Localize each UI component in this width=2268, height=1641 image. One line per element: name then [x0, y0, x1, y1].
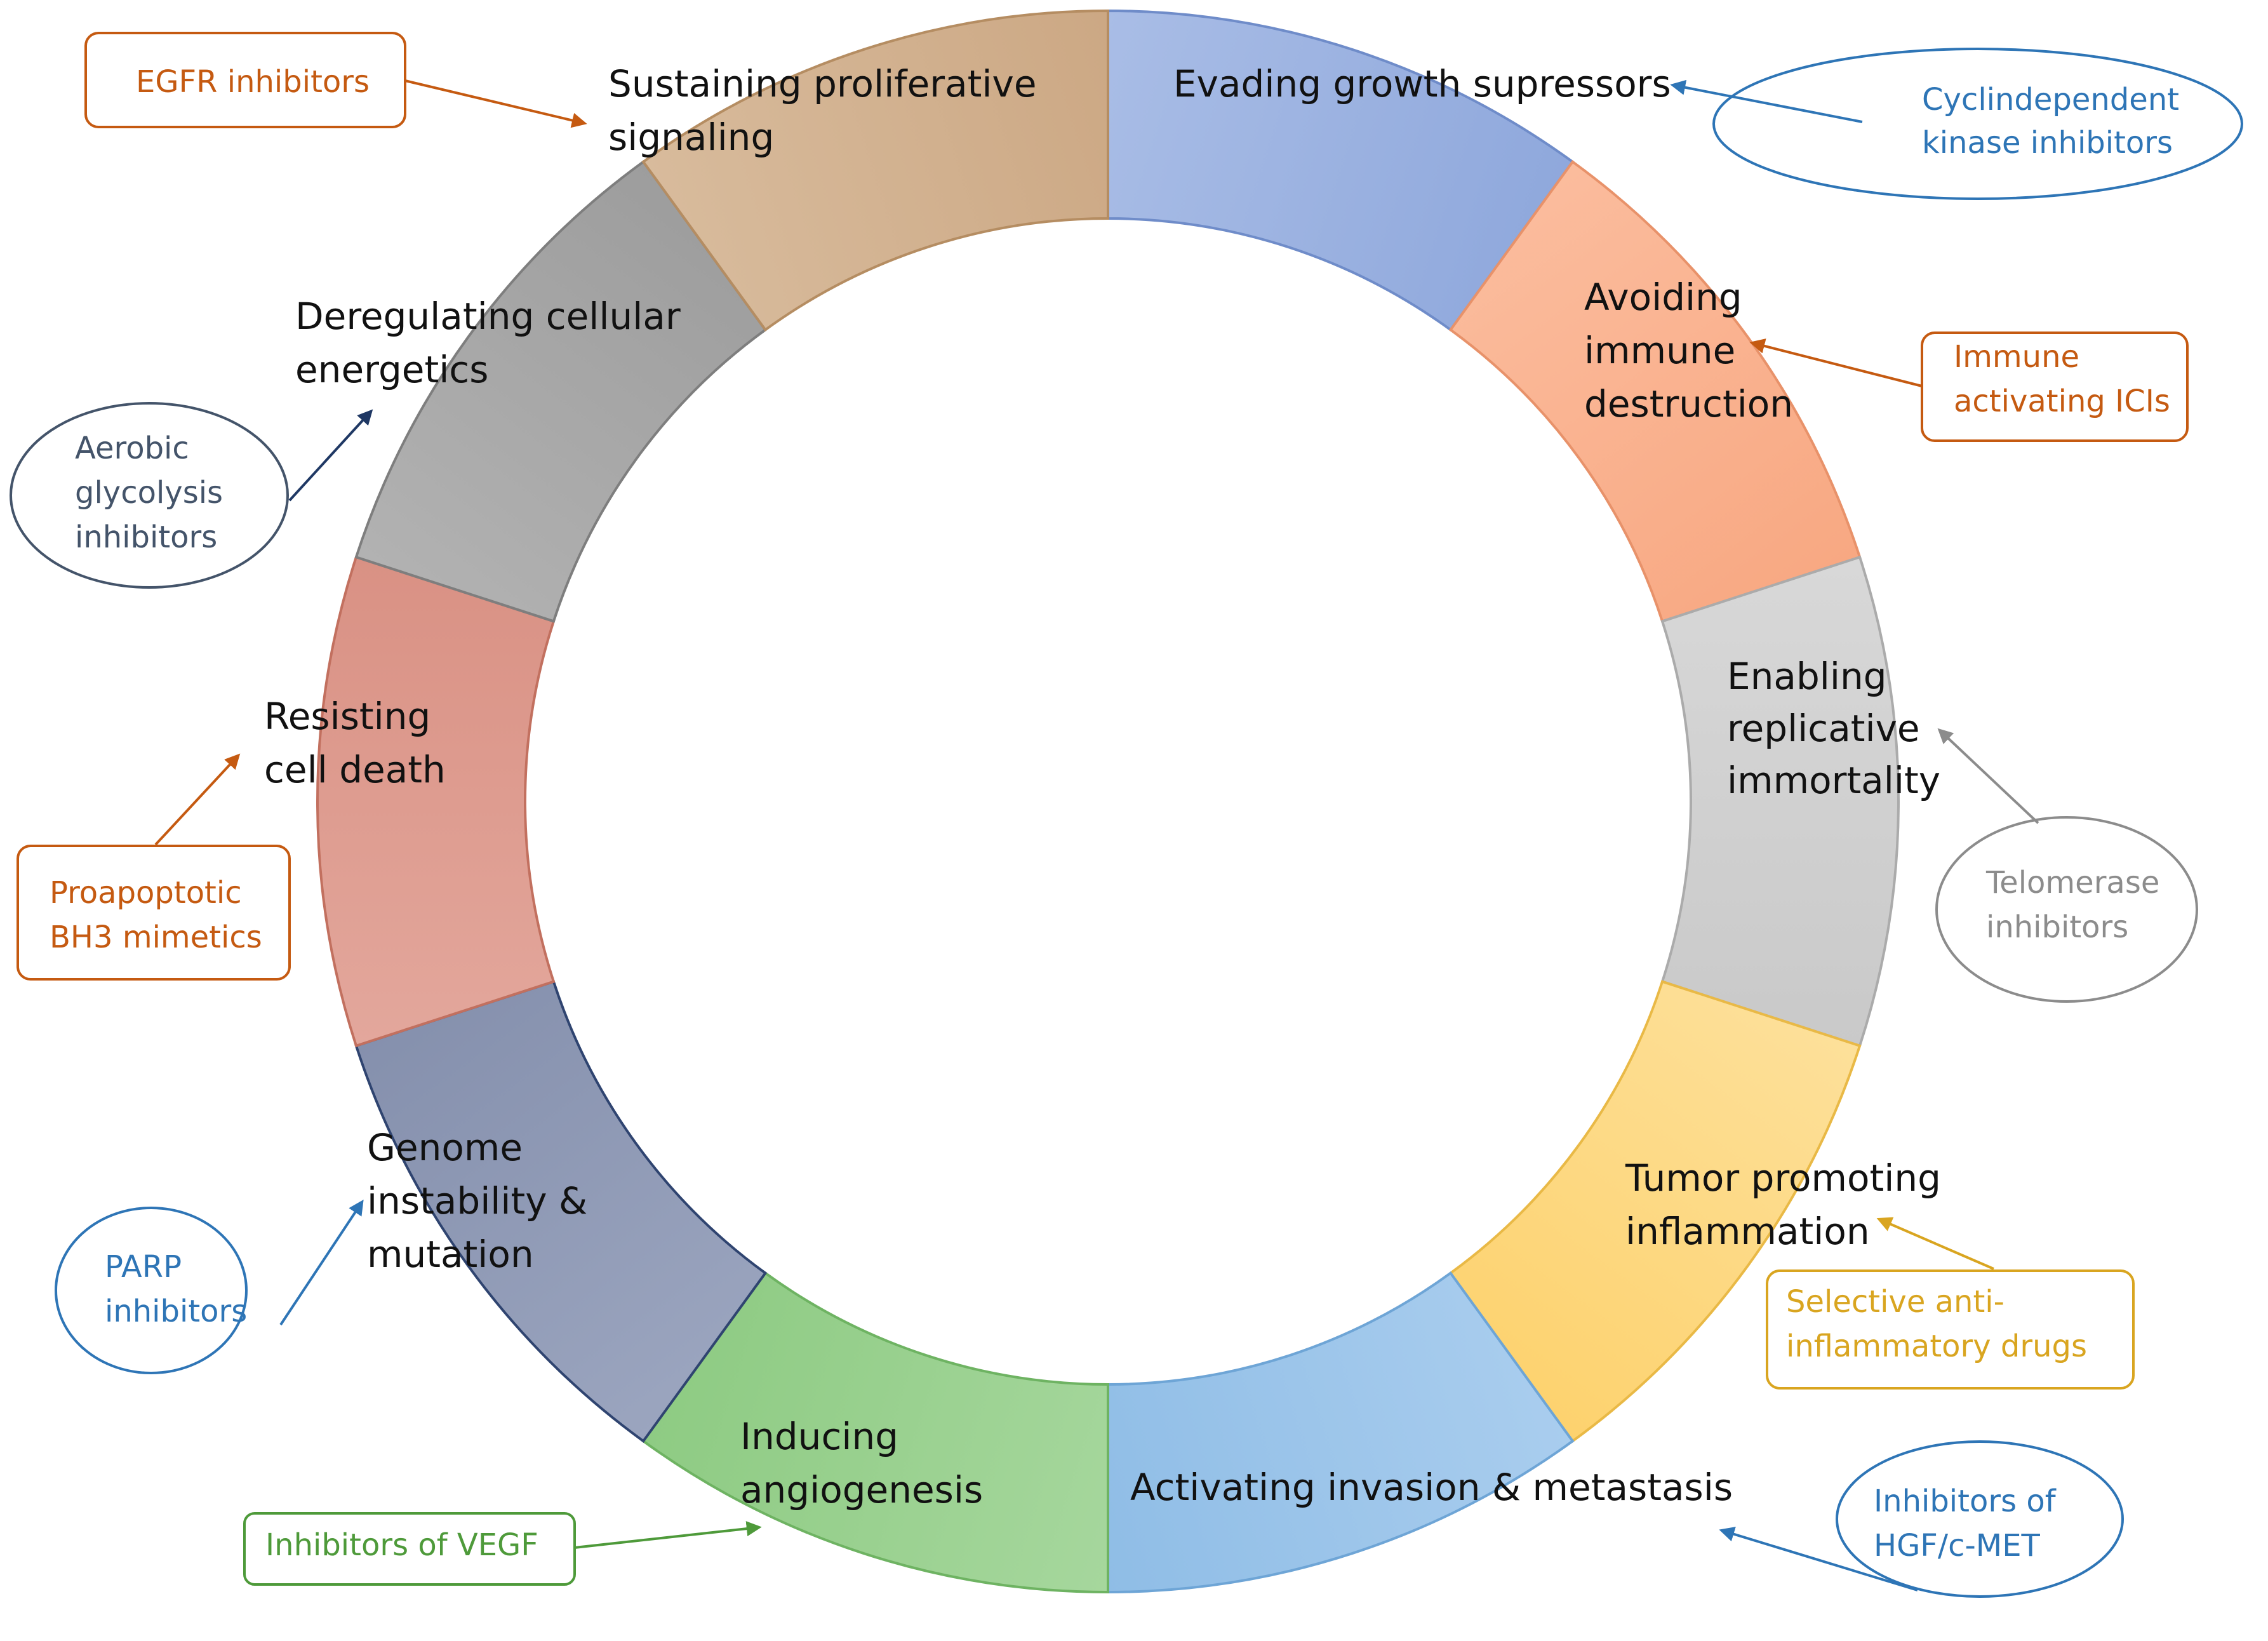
inhibitor-box	[1921, 332, 2189, 442]
hallmark-label-deregulating-cellular-energetics: Deregulating cellular energetics	[295, 295, 681, 391]
inhibitor-arrow	[1670, 79, 1863, 123]
hallmark-label-line: Sustaining proliferative	[608, 62, 1037, 105]
inhibitor-label: Inhibitors of VEGF	[265, 1527, 538, 1563]
inhibitor-label: Inhibitors of HGF/c-MET	[1874, 1484, 2057, 1564]
inhibitor-label: Immune activating ICIs	[1954, 339, 2170, 419]
hallmark-label-line: mutation	[367, 1233, 534, 1276]
hallmark-label-line: Evading growth supressors	[1173, 62, 1671, 105]
hallmark-label-line: energetics	[295, 348, 488, 391]
inhibitor-label-line: Inhibitors of VEGF	[265, 1527, 538, 1563]
hallmark-label-line: Inducing	[740, 1415, 898, 1458]
hallmark-label-tumor-promoting-inflammation: Tumor promoting inflammation	[1625, 1156, 1941, 1253]
inhibitor-arrow	[1749, 338, 1923, 387]
inhibitor-label-line: Immune	[1954, 339, 2079, 375]
inhibitor-inhibitors-of-vegf: Inhibitors of VEGF	[243, 1512, 762, 1586]
inhibitor-label-line: inhibitors	[1986, 909, 2128, 945]
ring-segment-sustaining-proliferative-signaling	[641, 9, 1109, 332]
inhibitor-label-line: EGFR inhibitors	[136, 64, 370, 100]
hallmark-label-line: destruction	[1584, 382, 1793, 425]
hallmark-label-inducing-angiogenesis: Inducing angiogenesis	[740, 1415, 983, 1511]
ring-segment-resisting-cell-death	[316, 555, 556, 1048]
inhibitor-ellipse	[55, 1207, 248, 1374]
hallmark-label-line: Enabling	[1727, 655, 1887, 698]
inhibitor-label-line: Selective anti-	[1786, 1284, 2005, 1320]
inhibitor-label-line: Telomerase	[1985, 865, 2159, 901]
hallmark-label-line: instability &	[367, 1179, 587, 1222]
inhibitor-label-line: activating ICIs	[1954, 384, 2170, 419]
inhibitor-parp-inhibitors: PARP inhibitors	[55, 1199, 364, 1374]
inhibitor-ellipse	[1935, 816, 2198, 1003]
inhibitor-arrow	[1876, 1217, 1994, 1270]
inhibitor-label: Aerobic glycolysis inhibitors	[75, 431, 223, 555]
hallmark-label-activating-invasion-metastasis: Activating invasion & metastasis	[1130, 1466, 1733, 1509]
inhibitor-arrow	[1937, 728, 2039, 824]
hallmark-label-line: Resisting	[264, 695, 430, 738]
inhibitor-label-line: HGF/c-MET	[1874, 1528, 2041, 1564]
inhibitor-egfr-inhibitors: EGFR inhibitors	[84, 32, 587, 128]
hallmark-label-line: Tumor promoting	[1625, 1156, 1941, 1200]
inhibitor-ellipse	[10, 402, 289, 589]
hallmark-label-line: Activating invasion & metastasis	[1130, 1466, 1733, 1509]
inhibitor-label: PARP inhibitors	[105, 1249, 247, 1329]
inhibitor-label-line: Cyclindependent	[1922, 82, 2179, 117]
inhibitor-ellipse	[1712, 48, 2243, 200]
hallmark-label-line: cell death	[264, 748, 446, 791]
inhibitor-selective-anti-inflammatory-drugs: Selective anti-inflammatory drugs	[1766, 1217, 2135, 1390]
hallmark-label-avoiding-immune-destruction: Avoiding immune destruction	[1584, 276, 1793, 425]
hallmark-label-line: Genome	[367, 1126, 523, 1169]
inhibitor-label-line: Proapoptotic	[50, 875, 242, 911]
inhibitor-arrow	[404, 79, 587, 128]
inhibitor-label-line: PARP	[105, 1249, 182, 1285]
hallmark-label-line: immortality	[1727, 759, 1940, 802]
inhibitor-arrow	[288, 409, 373, 502]
hallmark-label-enabling-replicative-immortality: Enabling replicative immortality	[1727, 655, 1940, 802]
hallmarks-ring	[316, 9, 1900, 1594]
hallmark-label-line: inflammation	[1625, 1210, 1870, 1253]
inhibitor-label: EGFR inhibitors	[136, 64, 370, 100]
hallmark-label-line: immune	[1584, 329, 1735, 372]
inhibitor-arrow	[154, 753, 241, 846]
inhibitor-immune-activating-icis: Immune activating ICIs	[1749, 332, 2189, 442]
inhibitor-arrow	[1719, 1527, 1918, 1591]
inhibitor-aerobic-glycolysis-inhibitors: Aerobic glycolysis inhibitors	[10, 402, 373, 589]
inhibitor-telomerase-inhibitors: Telomerase inhibitors	[1935, 728, 2198, 1003]
inhibitor-label-line: BH3 mimetics	[50, 920, 262, 955]
hallmark-label-genome-instability-mutation: Genome instability & mutation	[367, 1126, 587, 1276]
inhibitor-label-line: Inhibitors of	[1874, 1484, 2057, 1519]
inhibitor-ellipse	[1836, 1440, 2124, 1598]
inhibitor-box	[17, 845, 291, 981]
hallmark-label-sustaining-proliferative-signaling: Sustaining proliferative signaling	[608, 62, 1037, 159]
hallmark-label-line: signaling	[608, 116, 774, 159]
inhibitor-box	[1766, 1269, 2135, 1390]
inhibitor-cyclin-dependent-kinase-inhibitors: Cyclindependent kinase inhibitors	[1670, 48, 2243, 200]
inhibitor-arrow	[574, 1521, 762, 1549]
inhibitor-label: Cyclindependent kinase inhibitors	[1922, 82, 2179, 161]
hallmark-label-resisting-cell-death: Resisting cell death	[264, 695, 446, 791]
hallmark-label-line: angiogenesis	[740, 1468, 983, 1511]
inhibitor-label-line: Aerobic	[75, 431, 189, 466]
hallmark-label-evading-growth-suppressors: Evading growth supressors	[1173, 62, 1671, 105]
hallmark-label-line: Deregulating cellular	[295, 295, 681, 338]
inhibitor-box	[243, 1512, 576, 1586]
hallmark-label-line: Avoiding	[1584, 276, 1742, 319]
inhibitor-label-line: inhibitors	[105, 1294, 247, 1329]
hallmark-label-line: replicative	[1727, 707, 1920, 750]
inhibitor-label-line: kinase inhibitors	[1922, 125, 2173, 161]
inhibitor-label-line: glycolysis	[75, 475, 223, 511]
inhibitor-label-line: inhibitors	[75, 519, 217, 555]
inhibitor-label: Telomerase inhibitors	[1985, 865, 2159, 945]
inhibitor-label-line: inflammatory drugs	[1786, 1329, 2087, 1364]
inhibitor-inhibitors-of-hgf-cmet: Inhibitors of HGF/c-MET	[1719, 1440, 2124, 1598]
inhibitor-label: Selective anti-inflammatory drugs	[1786, 1284, 2087, 1364]
inhibitor-box	[84, 32, 406, 128]
inhibitor-arrow	[279, 1199, 364, 1326]
